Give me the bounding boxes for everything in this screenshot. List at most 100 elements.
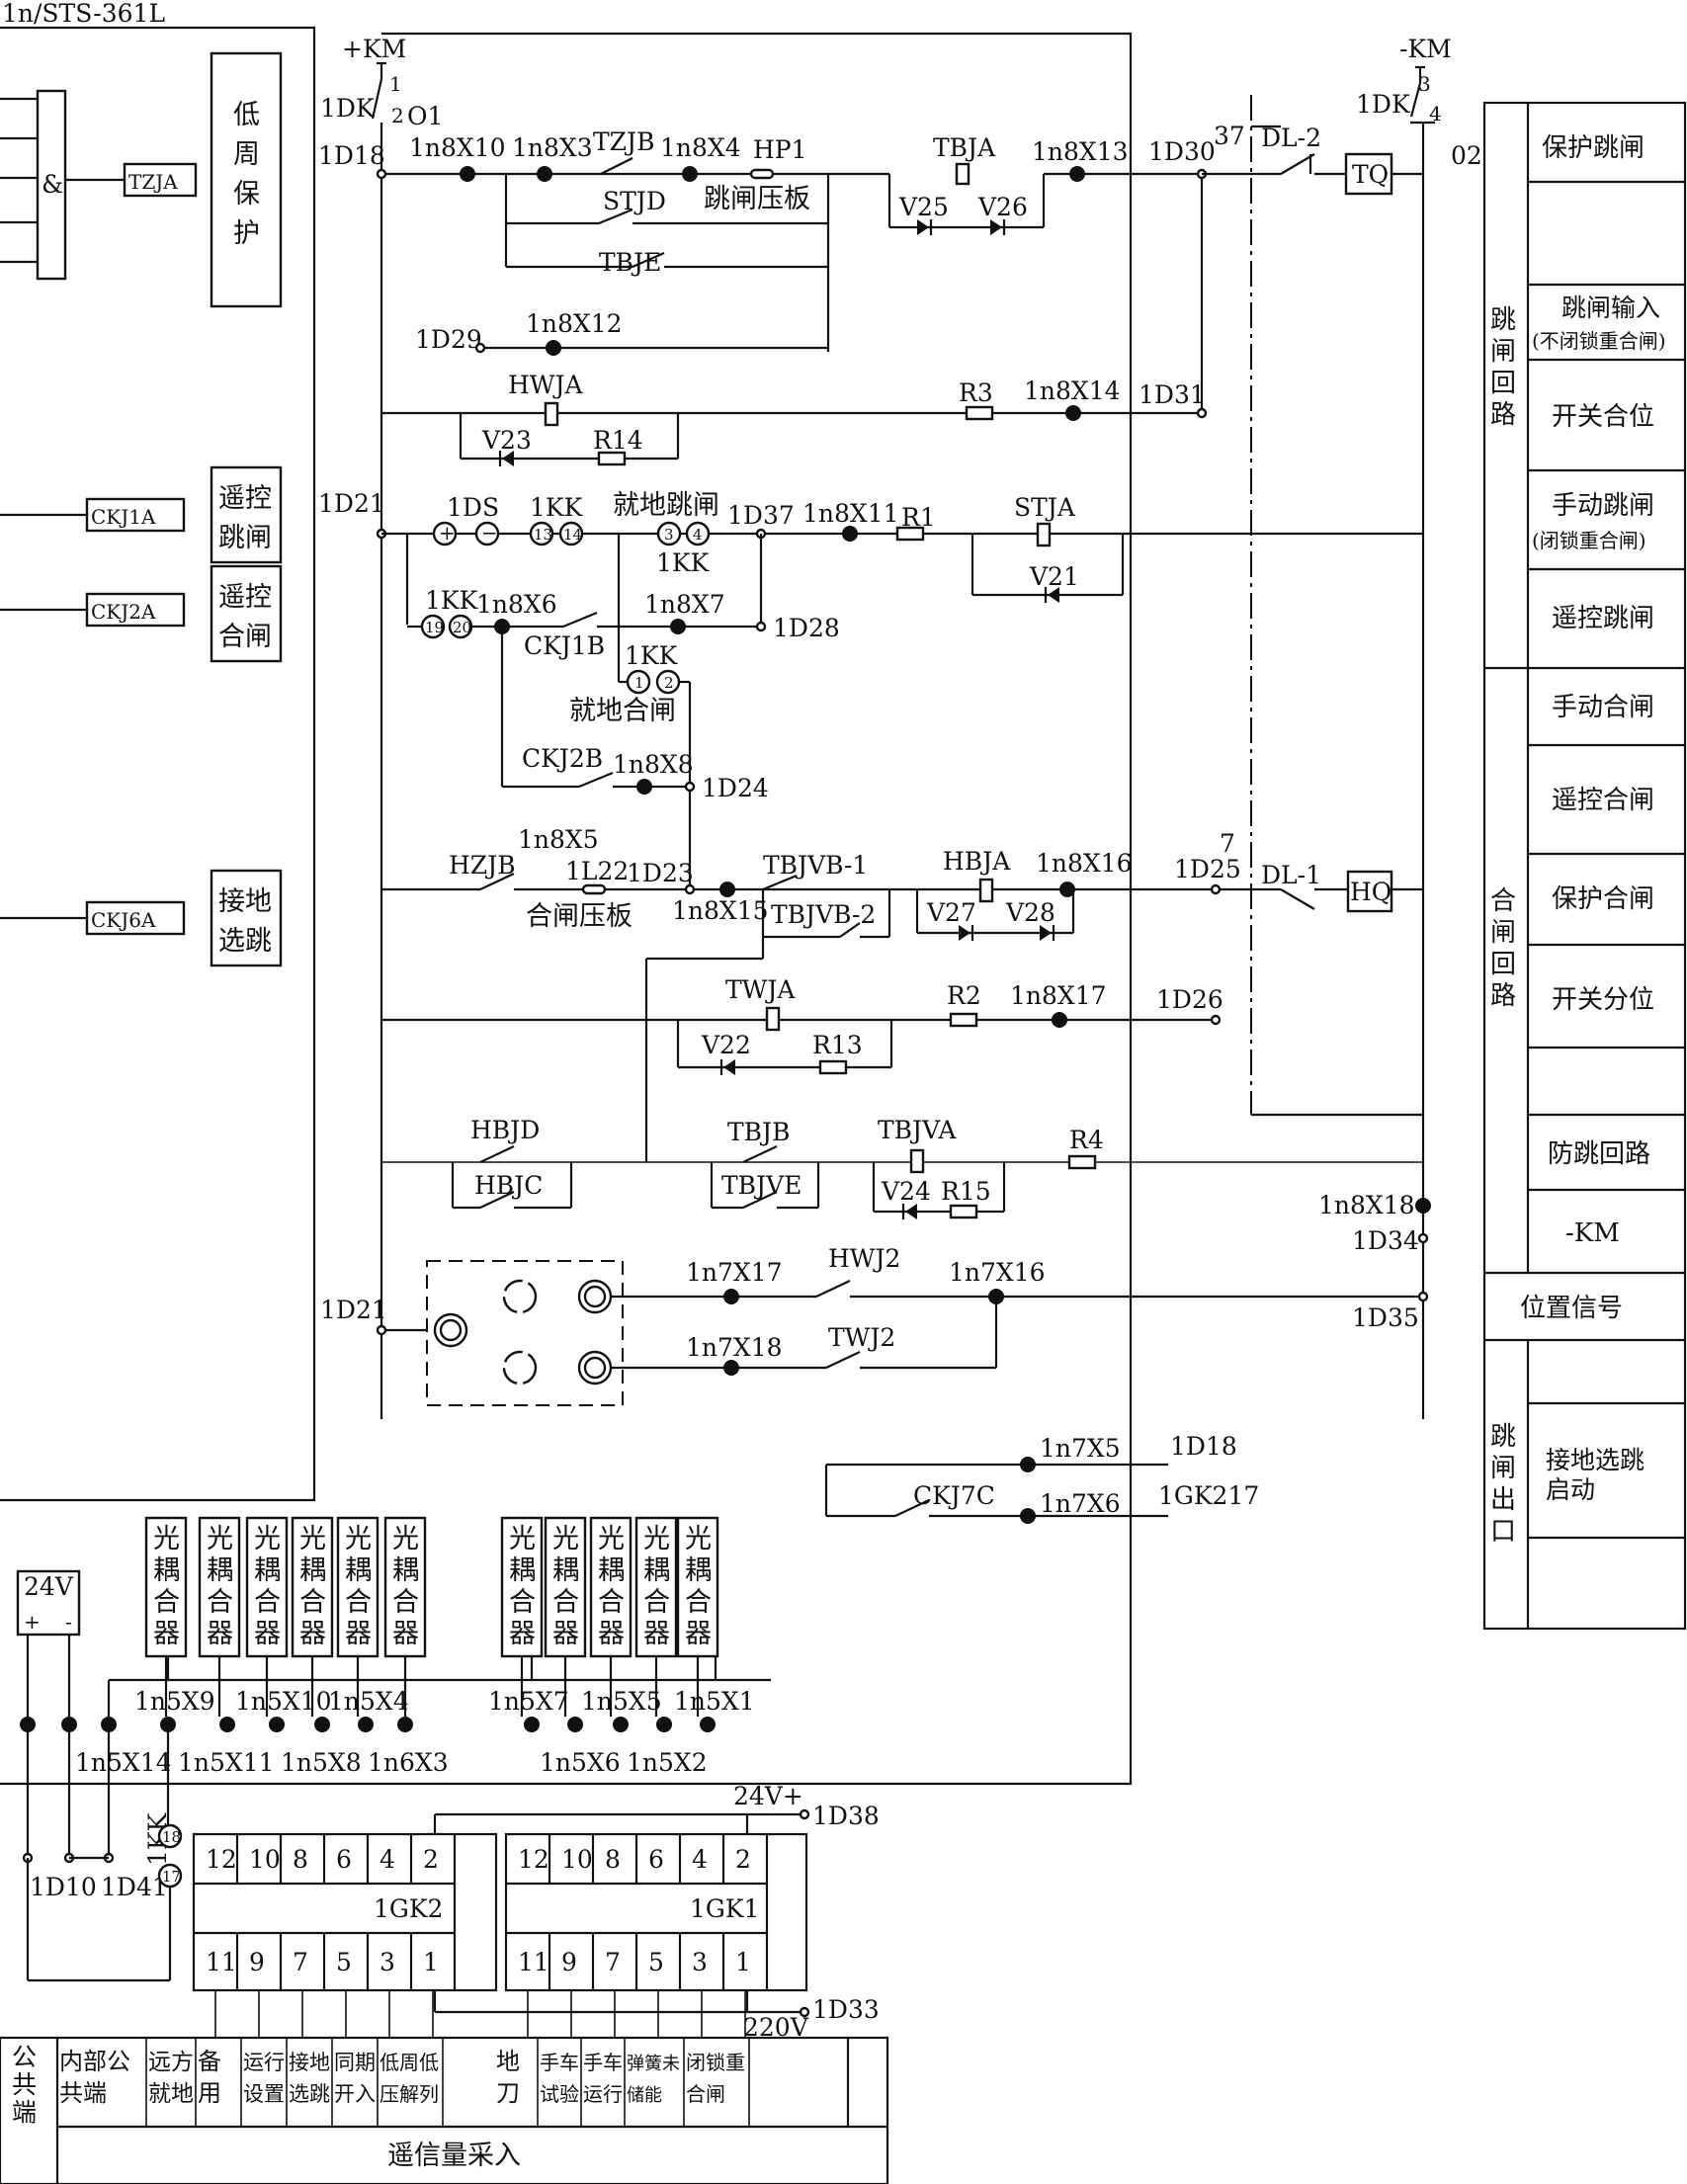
svg-text:DL-1: DL-1 bbox=[1261, 861, 1321, 889]
and-gate bbox=[36, 89, 67, 281]
gk-pin: 12 bbox=[206, 1845, 237, 1874]
svg-text:13: 13 bbox=[534, 526, 552, 544]
svg-text:HBJA: HBJA bbox=[943, 847, 1011, 876]
svg-text:V26: V26 bbox=[977, 193, 1028, 221]
input-table-cell: 同期 bbox=[334, 2051, 376, 2074]
optocoupler-char: 器 bbox=[207, 1619, 233, 1649]
optocoupler-char: 器 bbox=[552, 1619, 579, 1649]
dc-supply: +KM -KM 1 2 O1 1DK 3 4 1DK 02 bbox=[320, 35, 1482, 1419]
optocoupler-char: 合 bbox=[643, 1587, 670, 1618]
svg-text:1D30: 1D30 bbox=[1148, 137, 1216, 166]
svg-text:就地跳闸: 就地跳闸 bbox=[613, 490, 719, 521]
svg-text:CKJ7C: CKJ7C bbox=[913, 1481, 995, 1510]
svg-text:DL-2: DL-2 bbox=[1261, 124, 1321, 152]
svg-text:CKJ1B: CKJ1B bbox=[524, 631, 605, 660]
svg-text:1n8X15: 1n8X15 bbox=[672, 896, 769, 925]
optocoupler-char: 光 bbox=[254, 1524, 281, 1554]
svg-text:&: & bbox=[42, 170, 63, 199]
plug-1n8x4 bbox=[682, 166, 698, 182]
input-table-cell: 开入 bbox=[334, 2082, 376, 2106]
svg-text:1D33: 1D33 bbox=[812, 1995, 880, 2024]
svg-text:1n7X5: 1n7X5 bbox=[1040, 1434, 1121, 1463]
svg-text:TBJE: TBJE bbox=[599, 248, 661, 277]
optocoupler-char: 合 bbox=[509, 1587, 536, 1618]
optocoupler-char: 耦 bbox=[685, 1555, 712, 1586]
optocoupler-char: 合 bbox=[552, 1587, 579, 1618]
optocoupler-char: 合 bbox=[598, 1587, 625, 1618]
svg-text:V21: V21 bbox=[1029, 562, 1079, 591]
svg-text:1n8X6: 1n8X6 bbox=[476, 590, 557, 619]
svg-text:19: 19 bbox=[425, 619, 444, 636]
ckj7c-branch: 1n7X5 1D18 CKJ7C 1n7X6 1GK217 bbox=[824, 1432, 1259, 1524]
optocoupler-char: 光 bbox=[643, 1524, 670, 1554]
svg-text:手动跳闸: 手动跳闸 bbox=[1552, 491, 1654, 521]
svg-text:手动合闸: 手动合闸 bbox=[1552, 693, 1654, 722]
gk-pin: 7 bbox=[293, 1948, 308, 1976]
svg-text:HWJ2: HWJ2 bbox=[828, 1244, 900, 1273]
svg-text:启动: 启动 bbox=[1546, 1475, 1595, 1504]
svg-text:20: 20 bbox=[453, 619, 471, 636]
svg-text:接地选跳: 接地选跳 bbox=[1546, 1446, 1645, 1474]
svg-text:防跳回路: 防跳回路 bbox=[1548, 1139, 1650, 1169]
svg-text:TBJVB-1: TBJVB-1 bbox=[763, 851, 868, 880]
input-table-cell: 运行 bbox=[583, 2082, 623, 2106]
svg-text:1n8X13: 1n8X13 bbox=[1032, 137, 1129, 166]
optocoupler-box bbox=[589, 1516, 633, 1658]
svg-text:遥控跳闸: 遥控跳闸 bbox=[1552, 604, 1654, 633]
trip-circuit: 1D18 1n8X10 1n8X3 TZJB 1n8X4 HP1 跳闸压板 TB… bbox=[318, 122, 1423, 356]
svg-text:O1: O1 bbox=[407, 102, 443, 130]
svg-text:1n5X4: 1n5X4 bbox=[328, 1687, 409, 1716]
input-table-cell: 试验 bbox=[540, 2082, 579, 2106]
svg-text:4: 4 bbox=[693, 526, 703, 544]
svg-text:保护合闸: 保护合闸 bbox=[1552, 884, 1654, 914]
svg-text:24V+: 24V+ bbox=[733, 1782, 803, 1810]
svg-text:V23: V23 bbox=[481, 426, 532, 455]
svg-text:02: 02 bbox=[1451, 141, 1482, 170]
svg-text:保护跳闸: 保护跳闸 bbox=[1542, 133, 1645, 163]
svg-text:HZJB: HZJB bbox=[449, 851, 516, 880]
input-table-cell: 手车 bbox=[540, 2051, 579, 2074]
input-table-cell: 闭锁重 bbox=[686, 2051, 745, 2074]
optocoupler-char: 光 bbox=[153, 1524, 180, 1554]
close-circuit: HZJB 1n8X5 1L22 合闸压板 1D23 1n8X15 TBJVB-1… bbox=[381, 95, 1423, 1117]
svg-text:37: 37 bbox=[1214, 122, 1245, 150]
optocoupler-char: 光 bbox=[552, 1524, 579, 1554]
svg-text:1DK: 1DK bbox=[320, 94, 376, 123]
manual-trip-line: 1D21 1DS + − 1KK 13 14 就地跳闸 3 4 1KK 1D37… bbox=[318, 489, 1423, 889]
svg-text:1n5X5: 1n5X5 bbox=[581, 1687, 662, 1716]
svg-text:-KM: -KM bbox=[1399, 35, 1452, 63]
anti-pump-branch: HBJD HBJC TBJB TBJVE TBJVA V24 R15 R4 1n… bbox=[381, 937, 1431, 1255]
input-table-cell: 运行 bbox=[243, 2051, 285, 2074]
svg-text:4: 4 bbox=[1429, 102, 1442, 126]
svg-text:1: 1 bbox=[634, 674, 644, 692]
svg-text:3: 3 bbox=[664, 526, 674, 544]
optocoupler-char: 耦 bbox=[509, 1555, 536, 1586]
ckj2a-label: CKJ2A bbox=[91, 600, 156, 624]
input-table-cell: 公 bbox=[12, 2043, 37, 2071]
svg-text:TZJB: TZJB bbox=[593, 127, 654, 156]
svg-text:V24: V24 bbox=[881, 1177, 931, 1206]
optocoupler-char: 器 bbox=[345, 1619, 372, 1649]
svg-text:1D18: 1D18 bbox=[318, 141, 385, 170]
svg-text:1D41: 1D41 bbox=[101, 1873, 168, 1901]
ckj6a-label: CKJ6A bbox=[91, 908, 156, 932]
svg-text:1KK: 1KK bbox=[425, 586, 479, 615]
tzja-label: TZJA bbox=[128, 170, 178, 194]
optocoupler-char: 光 bbox=[207, 1524, 233, 1554]
input-table-cell: 手车 bbox=[583, 2051, 623, 2074]
svg-text:(闭锁重合闸): (闭锁重合闸) bbox=[1532, 529, 1646, 552]
svg-text:1D26: 1D26 bbox=[1156, 985, 1223, 1014]
optocoupler-char: 器 bbox=[299, 1619, 326, 1649]
optocoupler-char: 耦 bbox=[254, 1555, 281, 1586]
svg-text:开关分位: 开关分位 bbox=[1552, 985, 1654, 1015]
svg-text:1n6X3: 1n6X3 bbox=[368, 1748, 449, 1777]
optocoupler-char: 耦 bbox=[345, 1555, 372, 1586]
gk-pin: 10 bbox=[561, 1845, 593, 1874]
svg-text:R15: R15 bbox=[941, 1177, 991, 1206]
twja-branch: TWJA V22 R13 R2 1n8X17 1D26 bbox=[381, 975, 1223, 1075]
svg-text:1n8X3: 1n8X3 bbox=[512, 133, 593, 162]
gk-pin: 3 bbox=[380, 1948, 395, 1976]
svg-text:R4: R4 bbox=[1069, 1126, 1104, 1154]
optocoupler-char: 光 bbox=[299, 1524, 326, 1554]
